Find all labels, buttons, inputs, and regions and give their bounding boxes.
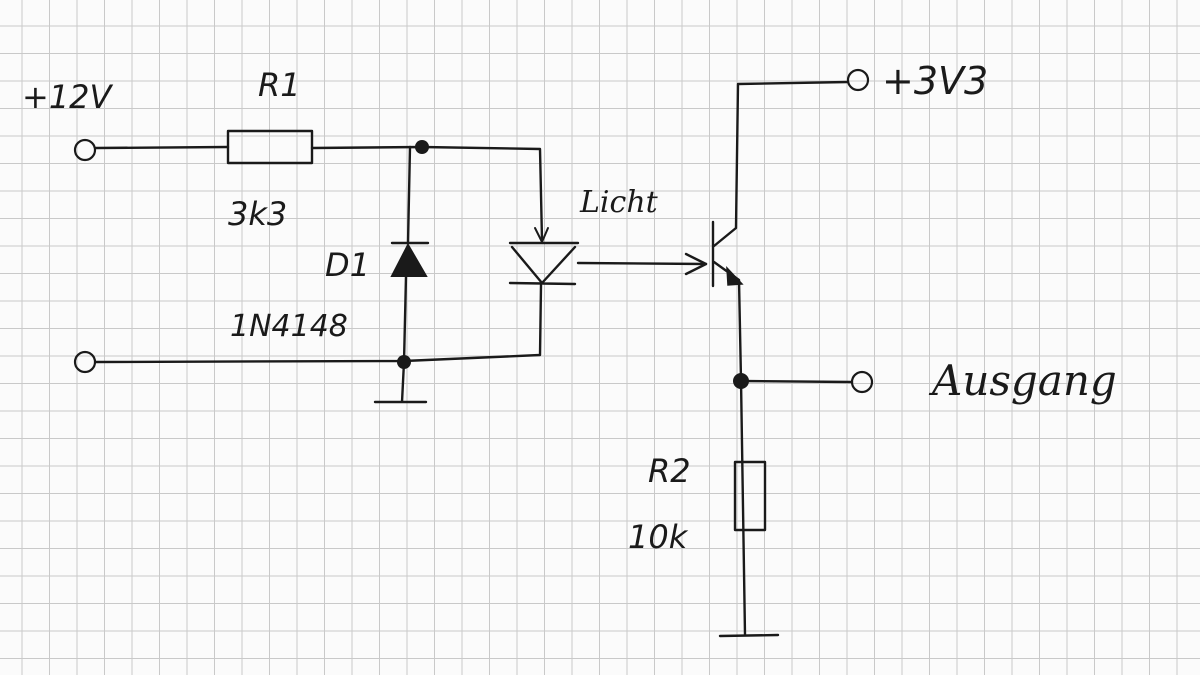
label-d1-part: 1N4148 [230, 309, 348, 344]
resistor-r1 [226, 129, 314, 165]
wire-return [94, 283, 543, 364]
label-r2-value: 10k [628, 518, 689, 556]
label-r1-value: 3k3 [228, 195, 287, 233]
label-output: Ausgang [928, 356, 1117, 405]
label-d1-name: D1 [325, 246, 370, 284]
junction-diode-top [415, 140, 429, 154]
terminal-plus12v [73, 138, 97, 162]
wire-emitter-to-ground [712, 260, 747, 637]
ground-left [373, 360, 428, 404]
wire-input-to-r1 [94, 145, 230, 150]
label-plus12v: +12V [22, 78, 114, 116]
label-light: Licht [579, 185, 659, 220]
resistor-r2 [733, 460, 767, 532]
wire-collector-to-3v3 [712, 80, 850, 248]
terminal-output [850, 370, 874, 394]
diode-d1-symbol [390, 242, 428, 277]
terminal-minus [73, 350, 97, 374]
light-arrow-line [576, 261, 708, 266]
wire-diode-vertical [402, 145, 412, 364]
light-arrow-head [684, 252, 708, 276]
ground-right [718, 633, 780, 638]
label-r1-name: R1 [258, 66, 301, 104]
wire-r1-to-led [310, 145, 544, 242]
led-symbol [508, 241, 580, 286]
label-plus3v3: +3V3 [882, 59, 988, 103]
label-r2-name: R2 [648, 452, 691, 490]
emitter-arrow [726, 265, 744, 286]
wire-output [739, 379, 854, 384]
terminal-3v3 [846, 68, 870, 92]
